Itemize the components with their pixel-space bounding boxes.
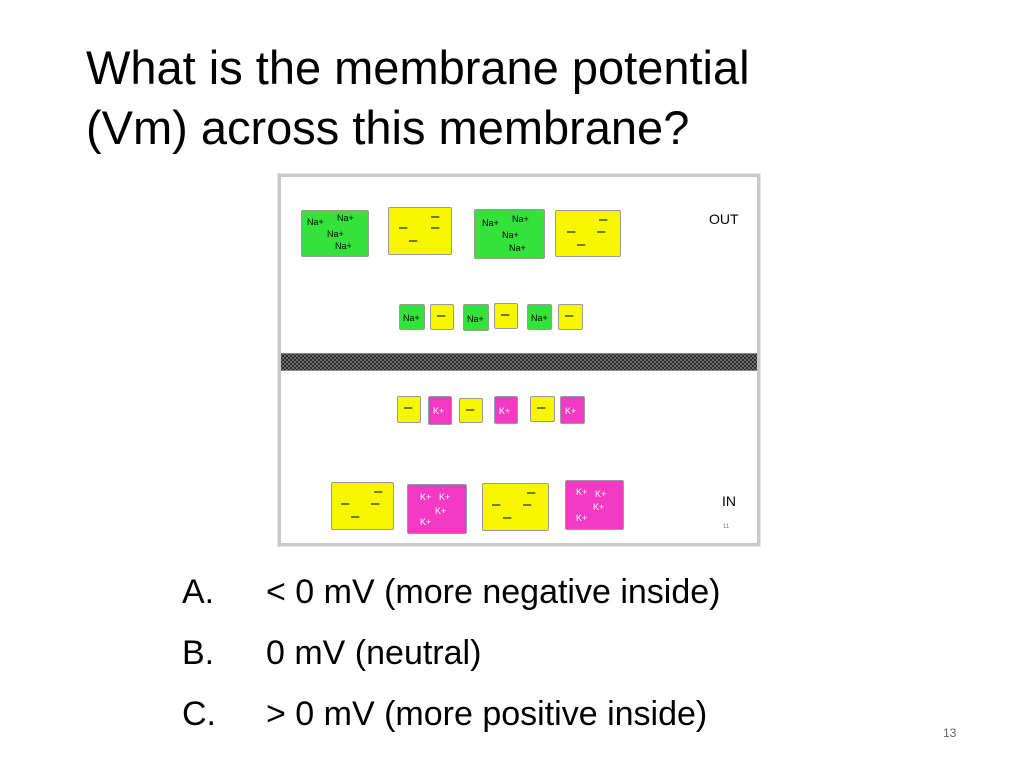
option-a[interactable]: A. < 0 mV (more negative inside) bbox=[182, 562, 720, 623]
negative-charge-box: – bbox=[459, 398, 483, 423]
na-ion-label: Na+ bbox=[337, 213, 354, 223]
negative-charge: – bbox=[501, 306, 510, 323]
na-ion-label: Na+ bbox=[467, 314, 484, 324]
negative-charge: – bbox=[599, 211, 608, 228]
k-group-box: K+ K+ K+ K+ bbox=[565, 480, 624, 530]
k-group-box: K+ K+ K+ K+ bbox=[407, 484, 467, 534]
negative-charge-box: – bbox=[530, 396, 555, 422]
negative-charge-group-box: – – – – bbox=[482, 483, 549, 531]
k-ion-box: K+ bbox=[428, 396, 452, 425]
option-text: > 0 mV (more positive inside) bbox=[266, 695, 708, 733]
na-ion-label: Na+ bbox=[509, 243, 526, 253]
negative-charge: – bbox=[503, 509, 512, 526]
na-ion-label: Na+ bbox=[512, 214, 529, 224]
k-ion-label: K+ bbox=[420, 517, 432, 527]
k-ion-label: K+ bbox=[595, 489, 607, 499]
k-ion-label: K+ bbox=[433, 406, 445, 416]
option-text: < 0 mV (more negative inside) bbox=[266, 573, 721, 611]
na-ion-label: Na+ bbox=[307, 217, 324, 227]
negative-charge: – bbox=[399, 219, 408, 236]
negative-charge: – bbox=[431, 219, 440, 236]
k-ion-box: K+ bbox=[494, 396, 518, 424]
k-ion-label: K+ bbox=[420, 492, 432, 502]
negative-charge: – bbox=[565, 307, 574, 324]
negative-charge-box: – bbox=[558, 304, 583, 330]
title-line-2: (Vm) across this membrane? bbox=[86, 101, 690, 154]
negative-charge: – bbox=[351, 508, 360, 525]
negative-charge-group-box: – – – – bbox=[388, 207, 452, 255]
out-label: OUT bbox=[709, 211, 739, 227]
na-ion-label: Na+ bbox=[482, 218, 499, 228]
k-ion-label: K+ bbox=[576, 487, 588, 497]
membrane-diagram: OUT IN 11 Na+ Na+ Na+ Na+ – – – – Na+ Na… bbox=[278, 174, 760, 546]
option-letter: C. bbox=[182, 695, 216, 733]
negative-charge: – bbox=[371, 495, 380, 512]
negative-charge: – bbox=[374, 483, 383, 500]
negative-charge: – bbox=[466, 401, 475, 418]
negative-charge: – bbox=[577, 236, 586, 253]
negative-charge: – bbox=[567, 223, 576, 240]
k-ion-box: K+ bbox=[560, 396, 585, 424]
k-ion-label: K+ bbox=[576, 513, 588, 523]
option-c[interactable]: C. > 0 mV (more positive inside) bbox=[182, 684, 720, 745]
na-ion-label: Na+ bbox=[531, 313, 548, 323]
negative-charge-box: – bbox=[430, 304, 454, 330]
title-line-1: What is the membrane potential bbox=[86, 41, 750, 94]
k-ion-label: K+ bbox=[439, 492, 451, 502]
answer-options: A. < 0 mV (more negative inside) B. 0 mV… bbox=[182, 562, 720, 745]
negative-charge: – bbox=[527, 484, 536, 501]
negative-charge: – bbox=[492, 496, 501, 513]
negative-charge: – bbox=[404, 399, 413, 416]
k-ion-label: K+ bbox=[435, 506, 447, 516]
negative-charge: – bbox=[523, 496, 532, 513]
negative-charge-group-box: – – – – bbox=[555, 210, 621, 257]
cell-membrane bbox=[281, 353, 757, 371]
na-group-box: Na+ Na+ Na+ Na+ bbox=[474, 209, 545, 259]
negative-charge-box: – bbox=[397, 396, 421, 423]
negative-charge-group-box: – – – – bbox=[331, 482, 394, 530]
na-ion-box: Na+ bbox=[527, 304, 552, 330]
na-ion-box: Na+ bbox=[463, 304, 489, 331]
slide-title: What is the membrane potential (Vm) acro… bbox=[86, 38, 986, 158]
na-ion-label: Na+ bbox=[502, 230, 519, 240]
option-letter: A. bbox=[182, 573, 215, 611]
negative-charge: – bbox=[537, 399, 546, 416]
page-number: 13 bbox=[943, 726, 957, 740]
option-letter: B. bbox=[182, 634, 215, 672]
negative-charge: – bbox=[341, 495, 350, 512]
k-ion-label: K+ bbox=[593, 502, 605, 512]
negative-charge: – bbox=[597, 223, 606, 240]
k-ion-label: K+ bbox=[499, 406, 511, 416]
negative-charge: – bbox=[431, 208, 440, 225]
na-ion-box: Na+ bbox=[399, 304, 425, 330]
negative-charge: – bbox=[437, 307, 446, 324]
figure-number: 11 bbox=[723, 524, 730, 530]
k-ion-label: K+ bbox=[565, 406, 577, 416]
na-group-box: Na+ Na+ Na+ Na+ bbox=[301, 210, 369, 257]
na-ion-label: Na+ bbox=[403, 313, 420, 323]
in-label: IN bbox=[722, 493, 736, 509]
negative-charge-box: – bbox=[494, 303, 518, 329]
option-text: 0 mV (neutral) bbox=[266, 634, 482, 672]
negative-charge: – bbox=[409, 232, 418, 249]
na-ion-label: Na+ bbox=[335, 241, 352, 251]
option-b[interactable]: B. 0 mV (neutral) bbox=[182, 623, 720, 684]
na-ion-label: Na+ bbox=[327, 229, 344, 239]
